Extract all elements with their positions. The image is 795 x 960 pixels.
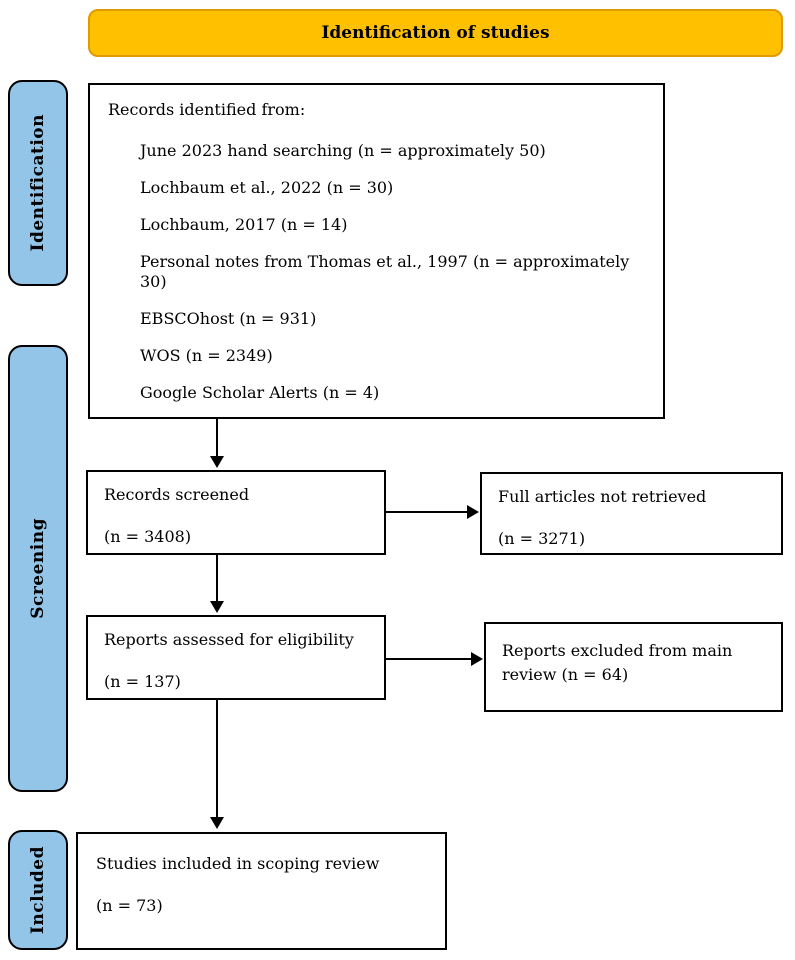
source-item: June 2023 hand searching (n = approximat… [140, 141, 546, 160]
arrow-assessed-to-excluded [386, 658, 472, 660]
stage-label-screening: Screening [8, 345, 68, 792]
records-screened-label: Records screened [104, 485, 250, 504]
banner-title: Identification of studies [321, 23, 550, 43]
arrow-assessed-to-included [216, 700, 218, 818]
arrow-identified-to-screened [216, 419, 218, 457]
not-retrieved-label: Full articles not retrieved [498, 487, 707, 506]
stage-label-identification: Identification [8, 80, 68, 286]
reports-excluded-label: Reports excluded from main review (n = 6… [502, 641, 733, 684]
arrow-screened-to-not-retrieved [386, 511, 468, 513]
box-full-articles-not-retrieved: Full articles not retrieved (n = 3271) [480, 472, 783, 555]
box-records-screened: Records screened (n = 3408) [86, 470, 386, 555]
reports-assessed-label: Reports assessed for eligibility [104, 630, 354, 649]
records-screened-count: (n = 3408) [104, 527, 192, 546]
source-item: EBSCOhost (n = 931) [140, 309, 317, 328]
stage-label-included: Included [8, 830, 68, 950]
stage-label-identification-text: Identification [28, 114, 48, 252]
source-item: Google Scholar Alerts (n = 4) [140, 383, 380, 402]
studies-included-count: (n = 73) [96, 896, 163, 915]
not-retrieved-count: (n = 3271) [498, 529, 586, 548]
box-reports-excluded: Reports excluded from main review (n = 6… [484, 622, 783, 712]
stage-label-screening-text: Screening [28, 518, 48, 619]
source-item: WOS (n = 2349) [140, 346, 273, 365]
studies-included-label: Studies included in scoping review [96, 854, 380, 873]
source-item: Lochbaum et al., 2022 (n = 30) [140, 178, 394, 197]
source-item: Lochbaum, 2017 (n = 14) [140, 215, 348, 234]
stage-label-included-text: Included [28, 845, 48, 935]
box-studies-included: Studies included in scoping review (n = … [76, 832, 447, 950]
records-identified-title: Records identified from: [108, 100, 306, 119]
banner-identification-of-studies: Identification of studies [88, 9, 783, 57]
source-item: Personal notes from Thomas et al., 1997 … [140, 252, 630, 291]
box-records-identified: Records identified from: June 2023 hand … [88, 83, 665, 419]
reports-assessed-count: (n = 137) [104, 672, 181, 691]
arrow-screened-to-assessed [216, 555, 218, 602]
box-reports-assessed: Reports assessed for eligibility (n = 13… [86, 615, 386, 700]
